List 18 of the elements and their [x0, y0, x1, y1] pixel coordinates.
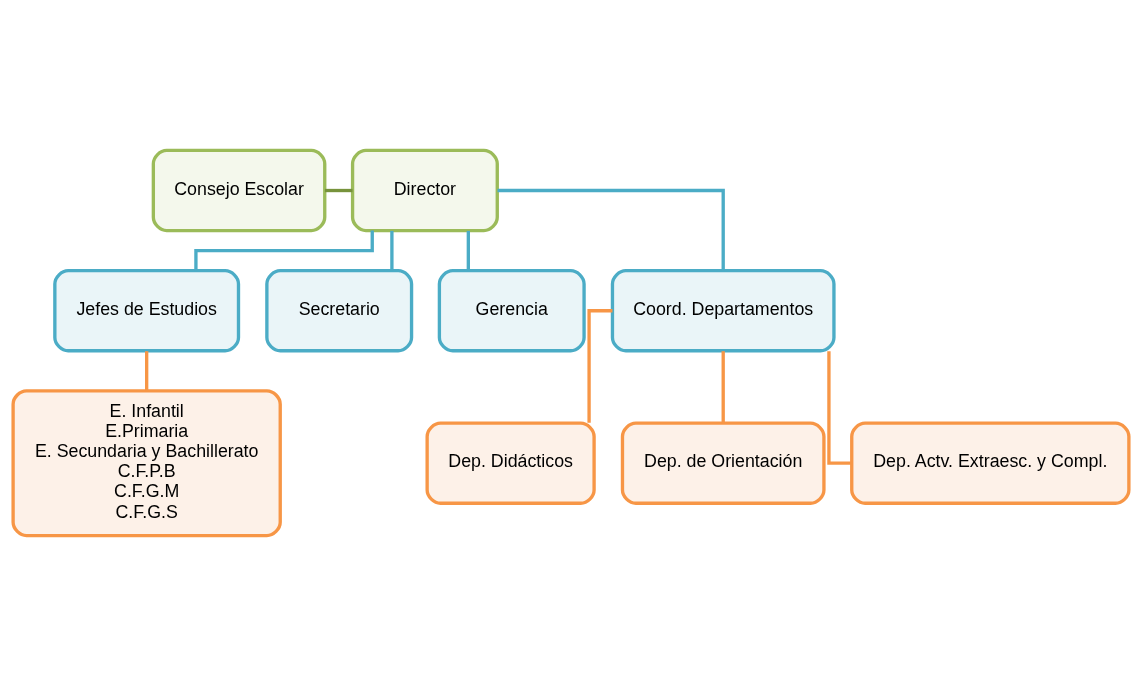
connector	[324, 188, 353, 193]
node-box: Gerencia	[437, 269, 586, 353]
node-box: Consejo Escolar	[151, 148, 327, 233]
connector	[145, 351, 149, 391]
node-box: Dep. de Orientación	[620, 421, 826, 505]
connector	[497, 188, 725, 271]
node-box: Dep. Actv. Extraesc. y Compl.	[850, 421, 1131, 505]
connector	[827, 351, 852, 465]
node-box: Secretario	[265, 269, 414, 353]
node-box: Director	[350, 148, 499, 233]
node-box: Coord. Departamentos	[610, 269, 836, 353]
node-box: Jefes de Estudios	[53, 269, 241, 353]
connector	[466, 230, 470, 271]
node-box: E. Infantil E.Primaria E. Secundaria y Bachillerato C.F.P.B C.F.G.M C.F.G.S	[11, 389, 282, 538]
connector	[390, 230, 394, 271]
connector	[721, 351, 725, 424]
node-box: Dep. Didácticos	[425, 421, 596, 505]
connector	[587, 309, 613, 423]
